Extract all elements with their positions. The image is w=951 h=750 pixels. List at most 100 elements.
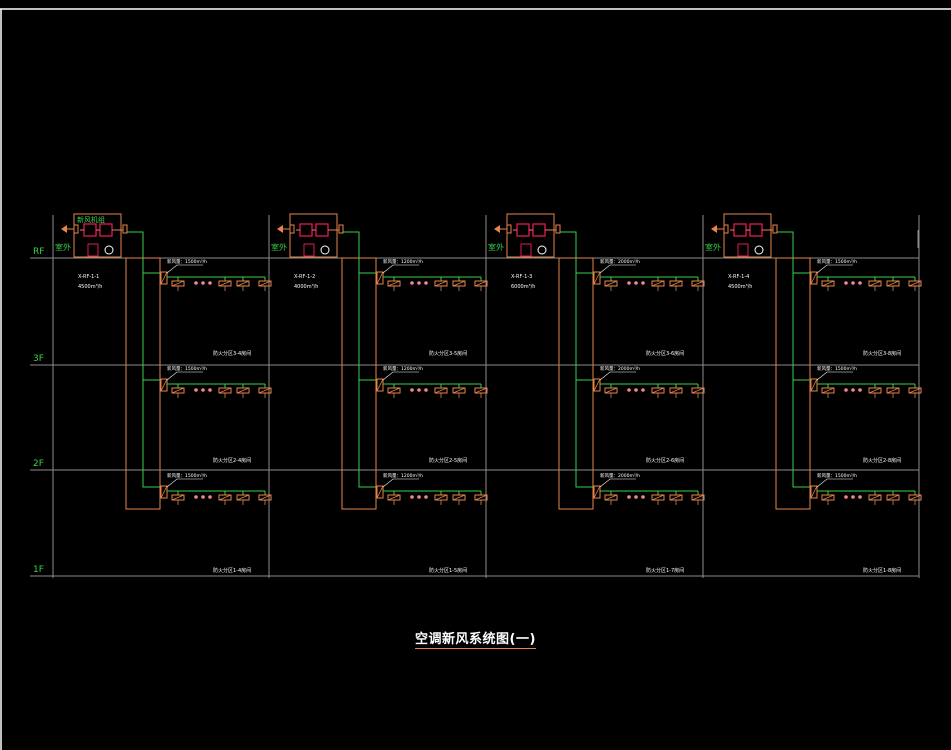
diffuser-cross [886,494,900,501]
unit-flow: 4000m³/h [294,284,318,290]
continuation-dot [424,495,428,499]
continuation-dot [858,388,862,392]
zone-label: 防火分区1-5房间 [429,567,467,574]
diffuser-cross [434,494,448,501]
valve-diagonal [160,485,168,499]
air-handling-unit [289,213,338,258]
unit-code: X-RF-1-1 [78,274,99,280]
diffuser-cross [886,387,900,394]
diffuser-cross [218,494,232,501]
branch-valve-icon [160,485,168,499]
supply-riser-pipe [127,231,161,488]
diffuser-cross [258,280,272,287]
branch-valve-icon [376,485,384,499]
diffuser-cross [236,387,250,394]
diffuser-cross [868,280,882,287]
branch-valve-icon [376,271,384,285]
leader-line [382,478,419,488]
continuation-dot [627,495,631,499]
valve-diagonal [376,271,384,285]
diffuser-cross [452,494,466,501]
diffuser-cross [651,387,665,394]
continuation-dot [634,281,638,285]
diffuser-cross [604,494,618,501]
filter-section [299,223,313,237]
coil-section [532,223,546,237]
continuation-dot [844,281,848,285]
diffuser-cross [604,280,618,287]
floor-branch: 新风量：1500m³/h 防火分区2-4房间 [160,365,272,464]
branch-valve-icon [160,378,168,392]
valve-diagonal [160,271,168,285]
diffuser-cross [604,387,618,394]
floor-label: RF [33,247,44,257]
diffuser-cross [691,494,705,501]
branch-flow-label: 新风量：1500m³/h [167,472,207,479]
branch-flow-label: 新风量：1500m³/h [167,365,207,372]
valve-diagonal [810,378,818,392]
valve-diagonal [593,271,601,285]
diffuser-cross [171,387,185,394]
outdoor-label: 室外 [488,242,504,252]
valve-diagonal [810,485,818,499]
leader-line [816,371,853,381]
intake-arrow-icon [711,225,717,233]
diffuser-cross [669,387,683,394]
continuation-dot [194,495,198,499]
leader-line [599,371,636,381]
valve-diagonal [376,378,384,392]
branch-flow-label: 新风量：1500m³/h [817,258,857,265]
continuation-dot [858,281,862,285]
floor-label: 3F [33,354,44,364]
supply-damper-icon [555,224,561,234]
diffuser-cross [474,494,488,501]
diffuser-cross [258,494,272,501]
leader-line [816,264,853,274]
drawing-title-text: 空调新风系统图(一) [415,632,536,649]
continuation-dot [851,388,855,392]
valve-diagonal [593,485,601,499]
leader-line [599,478,636,488]
air-handling-unit [73,213,122,258]
unit-flow: 4500m³/h [78,284,102,290]
zone-label: 防火分区2-4房间 [213,457,251,464]
continuation-dot [410,495,414,499]
continuation-dot [844,495,848,499]
unit-code: X-RF-1-2 [294,274,315,280]
continuation-dot [208,281,212,285]
continuation-dot [194,388,198,392]
floor-label: 2F [33,459,44,469]
fan-icon [537,245,547,255]
branch-flow-label: 新风量：1200m³/h [383,258,423,265]
branch-flow-label: 新风量：2000m³/h [600,472,640,479]
continuation-dot [844,388,848,392]
unit-code: X-RF-1-3 [511,274,532,280]
zone-label: 防火分区2-5房间 [429,457,467,464]
valve-diagonal [593,378,601,392]
filter-section [733,223,747,237]
leader-line [166,264,203,274]
diffuser-cross [171,494,185,501]
continuation-dot [201,388,205,392]
filter-section [516,223,530,237]
branch-valve-icon [810,378,818,392]
valve-diagonal [810,271,818,285]
filter-section [83,223,97,237]
continuation-dot [627,388,631,392]
continuation-dot [641,495,645,499]
diffuser-cross [868,387,882,394]
diffuser-cross [886,280,900,287]
continuation-dot [634,495,638,499]
humidifier-section [87,243,99,257]
continuation-dot [417,281,421,285]
zone-label: 防火分区2-8房间 [863,457,901,464]
diffuser-cross [434,387,448,394]
diffuser-cross [691,280,705,287]
riser-duct-shaft [775,257,811,510]
intake-damper-icon [506,224,512,234]
fan-icon [320,245,330,255]
